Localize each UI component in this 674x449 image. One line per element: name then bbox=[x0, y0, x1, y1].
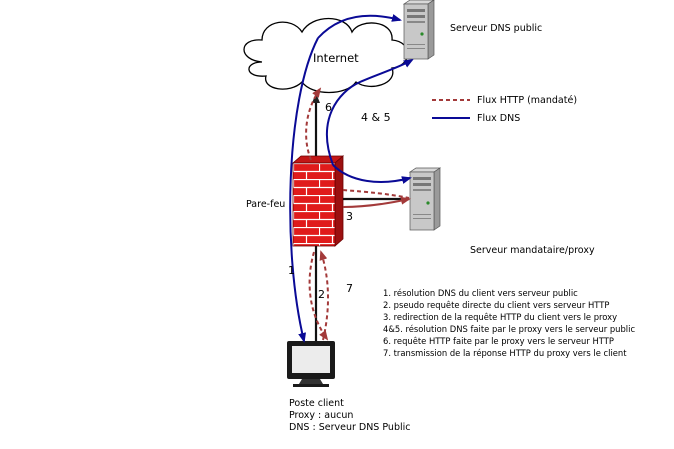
proxy-server-icon bbox=[408, 167, 442, 231]
step-item: 7. transmission de la réponse HTTP du pr… bbox=[383, 348, 627, 358]
step-item: 6. requête HTTP faite par le proxy vers … bbox=[383, 336, 614, 346]
arrow-number-3: 3 bbox=[346, 210, 353, 223]
client-computer-icon bbox=[287, 341, 335, 387]
proxy-server-label: Serveur mandataire/proxy bbox=[470, 245, 595, 256]
step-item: 3. redirection de la requête HTTP du cli… bbox=[383, 312, 618, 322]
step-item: 2. pseudo requête directe du client vers… bbox=[383, 300, 610, 310]
flow-3-http bbox=[342, 196, 411, 208]
arrow-number-7: 7 bbox=[346, 282, 353, 295]
flow-45-dns-proxy bbox=[332, 164, 412, 184]
step-item: 1. résolution DNS du client vers serveur… bbox=[383, 288, 578, 298]
dns-server-icon bbox=[402, 0, 435, 60]
flow-1-dns bbox=[289, 37, 319, 343]
arrow-number-2: 2 bbox=[318, 288, 325, 301]
flow-1-dns-top bbox=[317, 14, 402, 39]
arrow-number-1: 1 bbox=[288, 264, 295, 277]
flow-45-dns bbox=[326, 59, 414, 166]
client-title: Poste client bbox=[289, 398, 344, 409]
flow-7-http bbox=[308, 251, 329, 341]
step-item: 4&5. résolution DNS faite par le proxy v… bbox=[383, 324, 636, 334]
cloud-label: Internet bbox=[313, 51, 359, 65]
arrow-number-6: 6 bbox=[325, 101, 332, 114]
flow-3-http-dashed bbox=[342, 189, 410, 199]
firewall-label: Pare-feu bbox=[246, 199, 286, 210]
arrow-number-45: 4 & 5 bbox=[361, 111, 391, 124]
legend-http-label: Flux HTTP (mandaté) bbox=[477, 95, 578, 106]
legend-dns-label: Flux DNS bbox=[477, 113, 521, 124]
dns-server-label: Serveur DNS public bbox=[450, 23, 543, 34]
client-dns-setting: DNS : Serveur DNS Public bbox=[289, 422, 411, 433]
firewall-icon bbox=[291, 155, 345, 247]
flow-6-http bbox=[305, 87, 322, 161]
client-proxy-setting: Proxy : aucun bbox=[289, 410, 354, 421]
